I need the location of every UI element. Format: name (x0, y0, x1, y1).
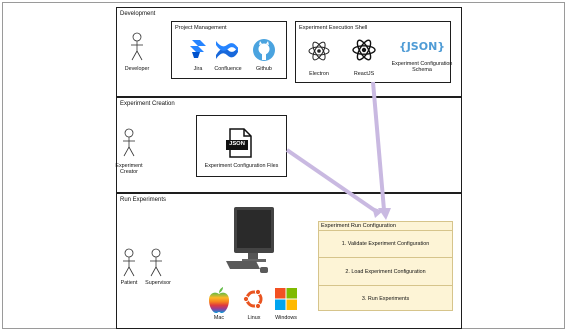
run-step: 2. Load Experiment Configuration (318, 257, 453, 285)
computer-icon (226, 207, 274, 273)
ubuntu-icon (243, 288, 263, 310)
arrowhead-shell (378, 208, 391, 220)
actor-label-experiment-creator: Experiment Creator (115, 163, 143, 175)
patient-actor-icon (123, 248, 135, 277)
json-file-icon (226, 128, 252, 158)
actor-label-patient: Patient (120, 280, 138, 286)
lane-title: Run Experiments (120, 197, 167, 203)
apple-icon (209, 287, 229, 313)
project-management-title: Project Management (175, 25, 227, 31)
config-files-label: Experiment Configuration Files (204, 163, 279, 169)
run-configuration-title: Experiment Run Configuration (321, 223, 396, 229)
run-configuration-box (318, 221, 453, 311)
experiment-creator-actor-icon (123, 128, 135, 157)
reactjs-label: ReactJS (353, 71, 375, 77)
lane-title: Development (120, 11, 156, 17)
github-label: Github (256, 66, 272, 72)
supervisor-actor-icon (150, 248, 162, 277)
run-step: 3. Run Experiments (318, 285, 453, 311)
linux-label: Linux (247, 315, 261, 321)
windows-label: Windows (275, 315, 297, 321)
execution-shell-title: Experiment Execution Shell (299, 25, 368, 31)
arrowhead-config-files (372, 207, 383, 218)
reactjs-icon (352, 39, 376, 61)
confluence-label: Confluence (214, 66, 242, 72)
actor-label-supervisor: Supervisor (145, 280, 171, 286)
json-schema-logo: {JSON} (398, 40, 446, 53)
github-icon (253, 39, 275, 61)
run-step: 1. Validate Experiment Configuration (318, 230, 453, 257)
mac-label: Mac (213, 315, 225, 321)
arrow-config-files-to-run-config (285, 148, 379, 214)
developer-actor-icon (131, 32, 143, 61)
windows-icon (275, 288, 297, 310)
schema-label: Experiment Configuration Schema (391, 61, 453, 73)
json-badge-text: JSON (229, 141, 245, 147)
jira-label: Jira (193, 66, 203, 72)
confluence-icon (216, 41, 238, 59)
electron-label: Electron (309, 71, 329, 77)
electron-icon (308, 41, 330, 61)
jira-icon (190, 40, 206, 58)
lane-experiment-creation: Experiment Creation (116, 97, 462, 193)
lane-title: Experiment Creation (120, 101, 175, 107)
arrow-shell-to-run-config (371, 81, 386, 211)
actor-label-developer: Developer (124, 66, 150, 72)
